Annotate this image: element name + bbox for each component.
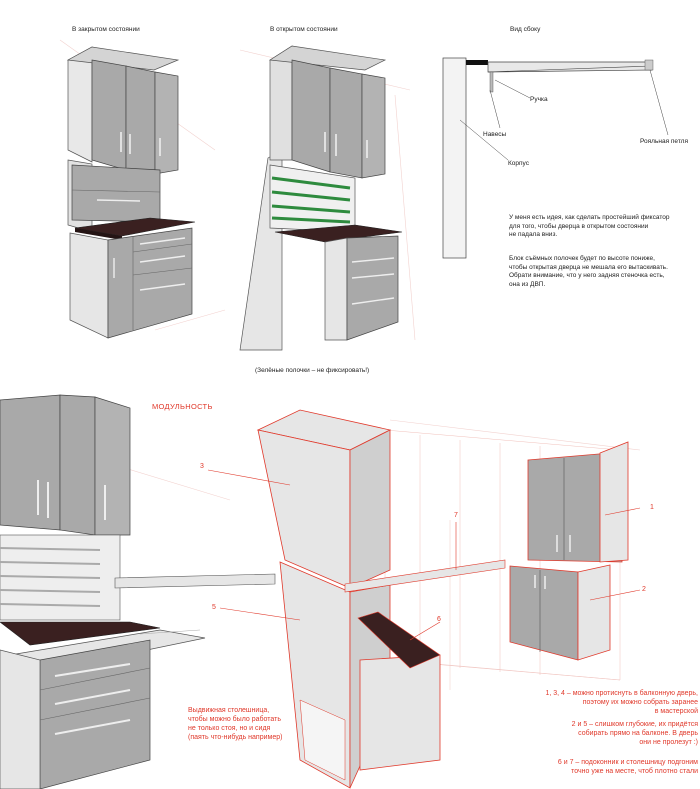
legend-134: 1, 3, 4 – можно протиснуть в балконную д… — [545, 690, 698, 715]
green-shelves-note: (Зелёные полочки – не фиксировать!) — [255, 367, 370, 374]
open-cabinet — [239, 45, 403, 351]
modularity-title: МОДУЛЬНОСТЬ — [152, 402, 213, 411]
handle-label: Ручка — [530, 96, 548, 103]
module-number-3: 3 — [200, 463, 204, 470]
note-shelves: Блок съёмных полочек будет по высоте пон… — [509, 255, 668, 288]
legend-67: 6 и 7 – подоконник и столешницу подгоним… — [557, 759, 698, 775]
side-view-title: Вид сбоку — [510, 26, 541, 33]
module-number-5: 5 — [212, 604, 216, 611]
module-number-2: 2 — [642, 586, 646, 593]
open-state-title: В открытом состоянии — [270, 26, 338, 33]
piano-hinge-label: Рояльная петля — [640, 138, 688, 145]
note-fixator: У меня есть идея, как сделать простейший… — [509, 214, 670, 238]
side-view — [442, 57, 669, 259]
closed-cabinet — [66, 46, 196, 339]
module-number-1: 1 — [650, 504, 654, 511]
modular-view — [207, 409, 641, 789]
legend-25: 2 и 5 – слишком глубокие, их придётся со… — [571, 721, 698, 746]
body-label: Корпус — [508, 160, 529, 167]
module-number-7: 7 — [454, 512, 458, 519]
closeup-cabinet — [0, 394, 276, 789]
module-number-6: 6 — [437, 616, 441, 623]
hinges-label: Навесы — [483, 131, 507, 138]
closed-state-title: В закрытом состоянии — [72, 26, 140, 33]
sliding-top-note: Выдвижная столешница, чтобы можно было р… — [188, 707, 283, 741]
